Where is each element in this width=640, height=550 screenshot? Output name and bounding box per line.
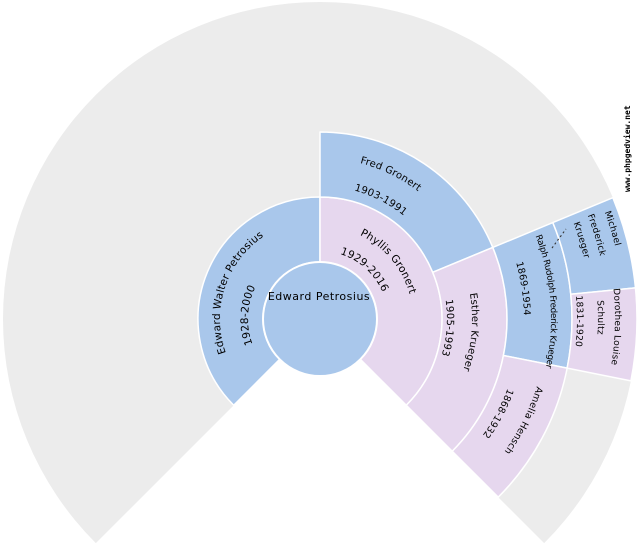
root-person-name[interactable]: Edward Petrosius bbox=[268, 290, 370, 303]
fan-segment-dorothea-louise-schultz[interactable] bbox=[566, 287, 638, 382]
label-dorothea-louise-schultz: Dorothea Louise bbox=[608, 288, 622, 366]
ancestor-segments bbox=[197, 131, 638, 498]
fan-segment-amelia-hensch[interactable] bbox=[451, 354, 568, 498]
label-dorothea-louise-schultz: Schultz bbox=[594, 300, 605, 335]
clipped-dates-marks bbox=[551, 228, 567, 249]
root-person-circle[interactable] bbox=[262, 261, 378, 377]
label-dorothea-louise-schultz: 1831-1920 bbox=[573, 295, 584, 347]
phpgedview-watermark: www.phpgedview.net bbox=[622, 105, 632, 192]
